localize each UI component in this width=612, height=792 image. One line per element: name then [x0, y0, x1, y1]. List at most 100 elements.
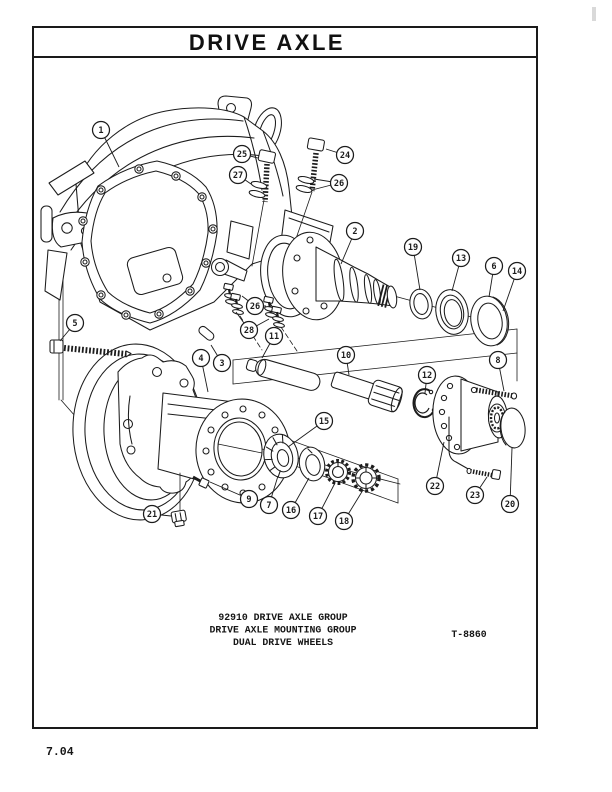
callout-21: 21 [142, 504, 162, 524]
svg-text:13: 13 [456, 254, 466, 264]
callout-24: 24 [335, 145, 355, 165]
figure-number: T-8860 [451, 629, 486, 640]
callout-11: 11 [264, 326, 284, 346]
svg-text:15: 15 [319, 417, 329, 427]
page-number: 7.04 [46, 746, 74, 759]
callout-12: 12 [417, 365, 437, 385]
washer-27 [250, 180, 268, 190]
axle-shafts [245, 358, 437, 419]
brake-drum-assembly [72, 343, 291, 528]
svg-text:8: 8 [495, 356, 500, 366]
stud-23 [469, 468, 495, 478]
hub-cap-20 [500, 407, 526, 449]
callout-26: 26 [245, 296, 265, 316]
callout-18: 18 [334, 511, 354, 531]
svg-text:14: 14 [512, 267, 522, 277]
stud-8 [475, 387, 515, 399]
callout-19: 19 [403, 237, 423, 257]
wheel-bearing-parts [261, 433, 401, 493]
callout-4: 4 [191, 348, 211, 368]
fastener-clusters [223, 282, 298, 352]
lock-washer-17 [325, 459, 351, 485]
cover-bolts [78, 164, 218, 320]
svg-text:1: 1 [98, 126, 103, 136]
mount-strap [48, 160, 95, 196]
cluster-bolt [271, 305, 285, 328]
bolt-5 [49, 339, 132, 358]
axle-shaft-10 [330, 371, 403, 413]
callout-leader-20 [509, 447, 513, 505]
washer-26 [297, 175, 315, 185]
callout-13: 13 [451, 248, 471, 268]
housing-mount-bolts [248, 137, 325, 267]
callout-27: 27 [228, 165, 248, 185]
callout-9: 9 [239, 489, 259, 509]
drain-plug-21 [170, 509, 187, 528]
svg-text:27: 27 [233, 171, 243, 181]
svg-text:20: 20 [505, 500, 515, 510]
svg-text:26: 26 [250, 302, 260, 312]
callout-25: 25 [232, 144, 252, 164]
drive-flange-hub [432, 375, 526, 480]
callout-7: 7 [259, 495, 279, 515]
svg-text:12: 12 [422, 371, 432, 381]
svg-text:21: 21 [147, 510, 157, 520]
svg-text:24: 24 [340, 151, 350, 161]
figure-caption-line: DRIVE AXLE MOUNTING GROUP [210, 625, 357, 636]
thrust-washer-16 [298, 446, 326, 482]
svg-text:5: 5 [72, 319, 77, 329]
callout-28: 28 [239, 320, 259, 340]
bolt-9-head [198, 477, 210, 489]
axle-shaft-11 [245, 358, 321, 391]
figure-caption-line: 92910 DRIVE AXLE GROUP [218, 612, 347, 623]
svg-text:19: 19 [408, 243, 418, 253]
print-mark [592, 7, 596, 21]
svg-text:22: 22 [430, 482, 440, 492]
bolt-25-head [257, 149, 277, 164]
callout-22: 22 [425, 476, 445, 496]
svg-text:2: 2 [352, 227, 357, 237]
lock-nut-18 [351, 463, 381, 493]
callout-20: 20 [500, 494, 520, 514]
callout-6: 6 [484, 256, 504, 276]
bearing-cone-15 [263, 433, 299, 479]
callout-14: 14 [507, 261, 527, 281]
callout-3: 3 [212, 353, 232, 373]
callout-1: 1 [91, 120, 111, 140]
callout-5: 5 [65, 313, 85, 333]
svg-text:7: 7 [266, 501, 271, 511]
svg-text:6: 6 [491, 262, 496, 272]
svg-text:3: 3 [219, 359, 224, 369]
callout-16: 16 [281, 500, 301, 520]
figure-caption-line: DUAL DRIVE WHEELS [233, 637, 333, 648]
hub-bracket-line [448, 416, 471, 471]
seal-and-bearing-rings [409, 288, 510, 347]
callout-26: 26 [329, 173, 349, 193]
svg-text:18: 18 [339, 517, 349, 527]
svg-text:17: 17 [313, 512, 323, 522]
figure-caption: 92910 DRIVE AXLE GROUP DRIVE AXLE MOUNTI… [210, 612, 487, 648]
callout-10: 10 [336, 345, 356, 365]
cluster-bolt [230, 292, 244, 315]
bolt-24-head [306, 137, 325, 152]
svg-text:28: 28 [244, 326, 254, 336]
callout-15: 15 [314, 411, 334, 431]
svg-text:9: 9 [246, 495, 251, 505]
bolt-24-shank [309, 152, 319, 192]
drawing [40, 95, 526, 528]
page-title: DRIVE AXLE [189, 30, 345, 55]
svg-text:10: 10 [341, 351, 351, 361]
svg-text:16: 16 [286, 506, 296, 516]
svg-text:23: 23 [470, 491, 480, 501]
svg-text:4: 4 [198, 354, 203, 364]
callout-23: 23 [465, 485, 485, 505]
svg-text:26: 26 [334, 179, 344, 189]
callout-2: 2 [345, 221, 365, 241]
dowel-pin-3 [198, 325, 215, 341]
svg-text:11: 11 [269, 332, 279, 342]
svg-text:25: 25 [237, 150, 247, 160]
callout-8: 8 [488, 350, 508, 370]
